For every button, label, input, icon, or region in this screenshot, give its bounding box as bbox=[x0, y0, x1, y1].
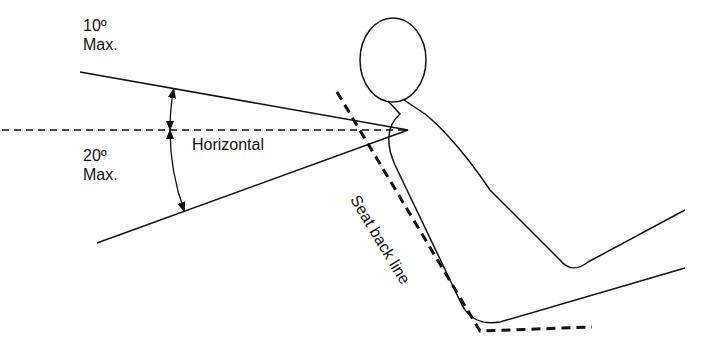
horizontal-line bbox=[2, 129, 406, 131]
angle-arc bbox=[170, 89, 174, 130]
angle-label: 10º Max. bbox=[83, 16, 127, 54]
body-front-outline bbox=[404, 100, 685, 268]
head-outline bbox=[360, 18, 426, 102]
reference-label: Horizontal bbox=[192, 135, 264, 154]
upper-limit-line bbox=[80, 72, 408, 130]
angle-arc bbox=[170, 130, 184, 211]
angle-label: 20º Max. bbox=[83, 146, 127, 184]
line-label: Seat back line bbox=[346, 192, 414, 288]
body-back-outline bbox=[388, 101, 685, 323]
seat-back-line bbox=[337, 92, 592, 331]
